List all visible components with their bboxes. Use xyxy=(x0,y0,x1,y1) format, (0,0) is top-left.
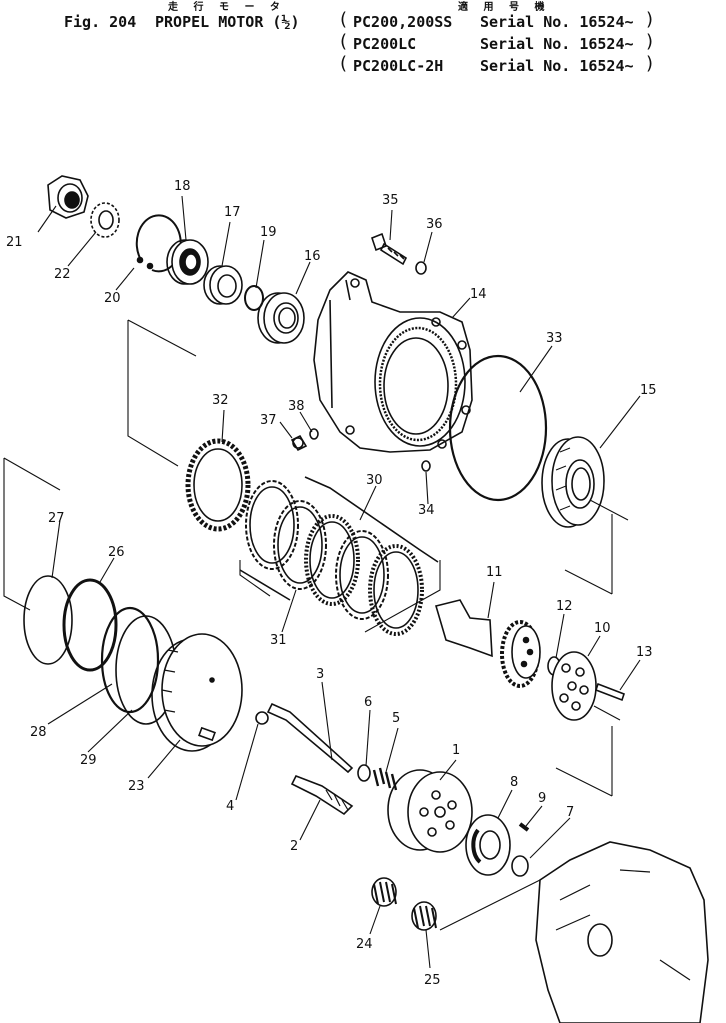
label-part-21: 21 xyxy=(6,235,23,250)
label-part-17: 17 xyxy=(224,205,241,220)
paren-close-1: ) xyxy=(646,31,654,52)
part-23-piston xyxy=(151,633,243,752)
serial-number: Serial No. 16524~ xyxy=(480,13,634,31)
label-part-37: 37 xyxy=(260,413,277,428)
part-8-valve-plate xyxy=(465,814,511,876)
part-19-o-ring xyxy=(244,285,264,311)
label-part-29: 29 xyxy=(80,753,97,768)
part-33-large-o-ring xyxy=(448,354,548,502)
part-16-bearing xyxy=(257,292,305,344)
motor-case xyxy=(535,841,709,1023)
jp-title: 走 行 モ ー タ xyxy=(168,2,286,13)
part-34-o-ring xyxy=(421,460,431,472)
label-part-11: 11 xyxy=(486,565,503,580)
label-part-25: 25 xyxy=(424,973,441,988)
label-part-12: 12 xyxy=(556,599,573,614)
part-27-ring xyxy=(23,575,73,665)
label-part-18: 18 xyxy=(174,179,191,194)
paren-open-1: ( xyxy=(340,31,348,52)
part-38-o-ring xyxy=(309,428,319,440)
part-number-labels: 21 22 20 18 17 19 16 35 36 14 33 15 32 3… xyxy=(6,179,657,988)
paren-close-0: ) xyxy=(646,9,654,30)
label-part-27: 27 xyxy=(48,511,65,526)
label-part-36: 36 xyxy=(426,217,443,232)
figure-number: Fig. 204 xyxy=(64,13,137,31)
part-7-bushing xyxy=(511,855,529,877)
part-9-pin xyxy=(518,822,530,832)
label-part-23: 23 xyxy=(128,779,145,794)
part-17-collar xyxy=(203,265,243,305)
label-part-4: 4 xyxy=(226,799,234,814)
label-part-28: 28 xyxy=(30,725,47,740)
part-11-drive-shaft xyxy=(434,599,541,688)
label-part-3: 3 xyxy=(316,667,324,682)
part-18-bearing xyxy=(166,239,209,285)
label-part-16: 16 xyxy=(304,249,321,264)
label-part-10: 10 xyxy=(594,621,611,636)
serial-number: Serial No. 16524~ xyxy=(480,35,634,53)
label-part-20: 20 xyxy=(104,291,121,306)
paren-open-0: ( xyxy=(340,9,348,30)
label-part-26: 26 xyxy=(108,545,125,560)
label-part-7: 7 xyxy=(566,805,574,820)
part-3-shaft xyxy=(266,702,354,774)
part-21-nut xyxy=(47,175,89,219)
figure-title: PROPEL MOTOR (½) xyxy=(155,13,300,31)
jp-applicable-label: 適 用 号 機 xyxy=(458,2,551,13)
part-14-housing xyxy=(313,271,473,453)
label-part-38: 38 xyxy=(288,399,305,414)
label-part-13: 13 xyxy=(636,645,653,660)
label-part-14: 14 xyxy=(470,287,487,302)
part-10-plate xyxy=(551,651,597,721)
part-4-ball xyxy=(255,711,269,725)
label-part-8: 8 xyxy=(510,775,518,790)
paren-close-2: ) xyxy=(646,53,654,74)
part-13-bolt xyxy=(594,682,626,702)
label-part-2: 2 xyxy=(290,839,298,854)
part-1-cylinder-block xyxy=(387,769,473,853)
part-24-spring xyxy=(371,877,397,907)
model-name: PC200LC-2H xyxy=(353,57,444,75)
part-30-31-disc-stack xyxy=(239,476,439,636)
label-part-33: 33 xyxy=(546,331,563,346)
leader-lines xyxy=(3,195,641,969)
serial-number: Serial No. 16524~ xyxy=(480,57,634,75)
part-6-washer xyxy=(357,764,371,782)
part-32-ring-gear xyxy=(185,438,251,532)
part-26-seal-ring xyxy=(62,578,118,672)
label-part-31: 31 xyxy=(270,633,287,648)
label-part-1: 1 xyxy=(452,743,460,758)
model-name: PC200,200SS xyxy=(353,13,453,31)
label-part-15: 15 xyxy=(640,383,657,398)
label-part-32: 32 xyxy=(212,393,229,408)
part-20-snap-ring xyxy=(135,214,182,273)
paren-open-2: ( xyxy=(340,53,348,74)
part-5-spring xyxy=(372,767,398,791)
part-15-bearing xyxy=(541,436,605,528)
label-part-19: 19 xyxy=(260,225,277,240)
label-part-5: 5 xyxy=(392,711,400,726)
label-part-34: 34 xyxy=(418,503,435,518)
label-part-22: 22 xyxy=(54,267,71,282)
model-name: PC200LC xyxy=(353,35,417,53)
label-part-35: 35 xyxy=(382,193,399,208)
part-36-washer xyxy=(415,261,427,275)
label-part-6: 6 xyxy=(364,695,372,710)
label-part-30: 30 xyxy=(366,473,383,488)
part-37-plug xyxy=(290,434,308,452)
label-part-9: 9 xyxy=(538,791,546,806)
label-part-24: 24 xyxy=(356,937,373,952)
part-2-pin xyxy=(290,774,354,816)
part-35-bolt xyxy=(371,232,408,266)
part-25-spring xyxy=(411,901,437,931)
part-22-lock-washer xyxy=(90,202,120,238)
